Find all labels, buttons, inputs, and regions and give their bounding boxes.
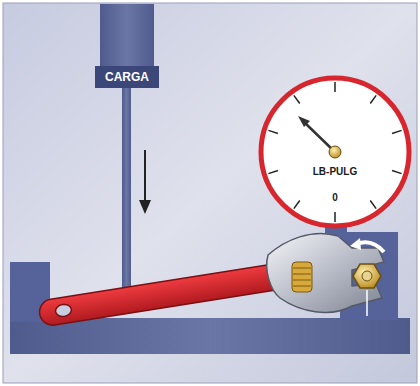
adjusting-worm <box>292 262 312 292</box>
wrench <box>38 262 289 327</box>
load-column <box>100 4 154 68</box>
background <box>3 3 417 383</box>
wrench-handle <box>38 262 289 327</box>
nut-bore <box>362 271 372 281</box>
load-text: CARGA <box>95 70 159 84</box>
bolt-line <box>366 290 368 316</box>
unit-label: LB-PULG <box>261 166 409 177</box>
gauge-dial <box>261 78 409 226</box>
load-arrow <box>144 150 146 203</box>
torque-gauge: LB-PULG 0 <box>261 78 409 226</box>
load-label: CARGA <box>95 66 159 88</box>
needle-pivot <box>329 146 341 158</box>
rotation-arrow-head <box>350 238 361 250</box>
zero-mark: 0 <box>261 192 409 203</box>
load-rod <box>122 88 131 291</box>
nut <box>353 264 381 288</box>
arrow-head <box>139 200 151 214</box>
needle-tip <box>298 116 310 127</box>
base-plate <box>10 318 410 354</box>
handle-hole <box>55 303 73 317</box>
